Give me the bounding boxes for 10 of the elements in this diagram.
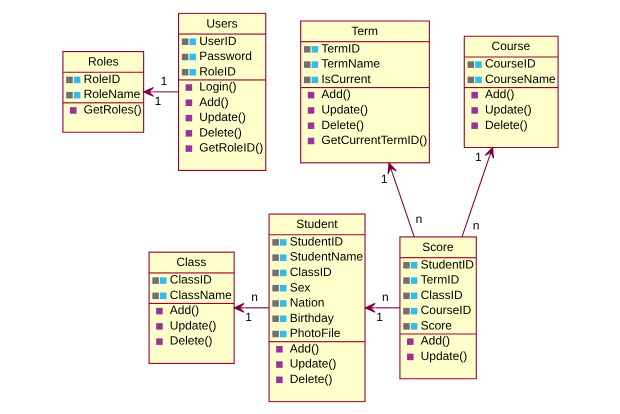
- label: n: [415, 212, 422, 226]
- label: n: [472, 218, 479, 232]
- label: 1: [474, 149, 482, 164]
- label: 1: [376, 309, 382, 324]
- label: 1: [244, 309, 252, 324]
- label: 1: [380, 171, 387, 186]
- label: 1: [160, 73, 167, 88]
- label: 1: [154, 93, 161, 108]
- label: n: [382, 289, 388, 304]
- label: n: [250, 289, 258, 304]
